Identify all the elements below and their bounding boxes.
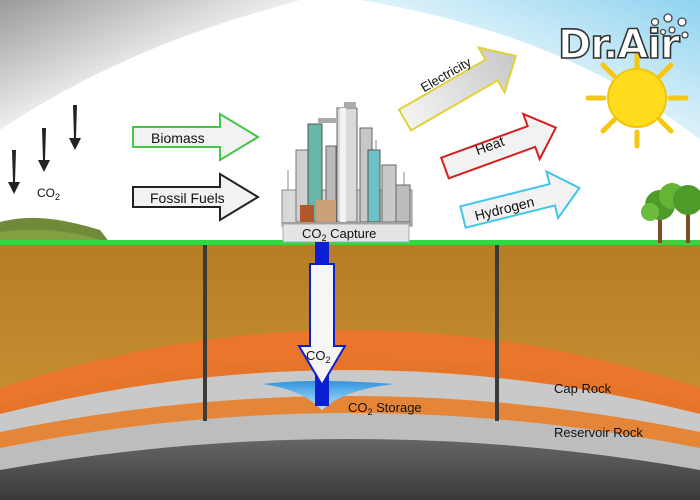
co2-injection-label: CO2 — [306, 348, 331, 365]
co2-storage-label: CO2 Storage — [348, 400, 422, 417]
industrial-plant — [281, 102, 413, 227]
well-left — [203, 243, 207, 421]
co2-capture-label: CO2 Capture — [302, 226, 377, 243]
hydrogen-arrow — [459, 169, 581, 229]
well-right — [495, 243, 499, 421]
atmosphere-co2-label: CO2 — [37, 186, 61, 202]
electricity-arrow — [397, 45, 518, 132]
sky-left-shade — [0, 0, 300, 130]
heat-arrow — [439, 112, 558, 180]
co2-emission-arrows — [8, 105, 81, 194]
basement-rock — [0, 439, 700, 500]
logo-dots — [650, 13, 689, 39]
dr-air-logo: Dr.Air — [557, 21, 680, 69]
fossil-fuels-label: Fossil Fuels — [150, 190, 225, 206]
cap-rock-label: Cap Rock — [554, 381, 612, 396]
fossil-fuels-arrow — [132, 172, 260, 222]
trees-icon — [641, 183, 700, 243]
capture-box — [282, 223, 410, 243]
reservoir-rock-label: Reservoir Rock — [554, 425, 643, 440]
sun-icon — [585, 49, 689, 149]
biomass-label: Biomass — [151, 130, 205, 146]
sky-right-shade — [360, 0, 700, 140]
co2-injection-arrow — [297, 263, 347, 387]
biomass-arrow — [132, 112, 260, 162]
